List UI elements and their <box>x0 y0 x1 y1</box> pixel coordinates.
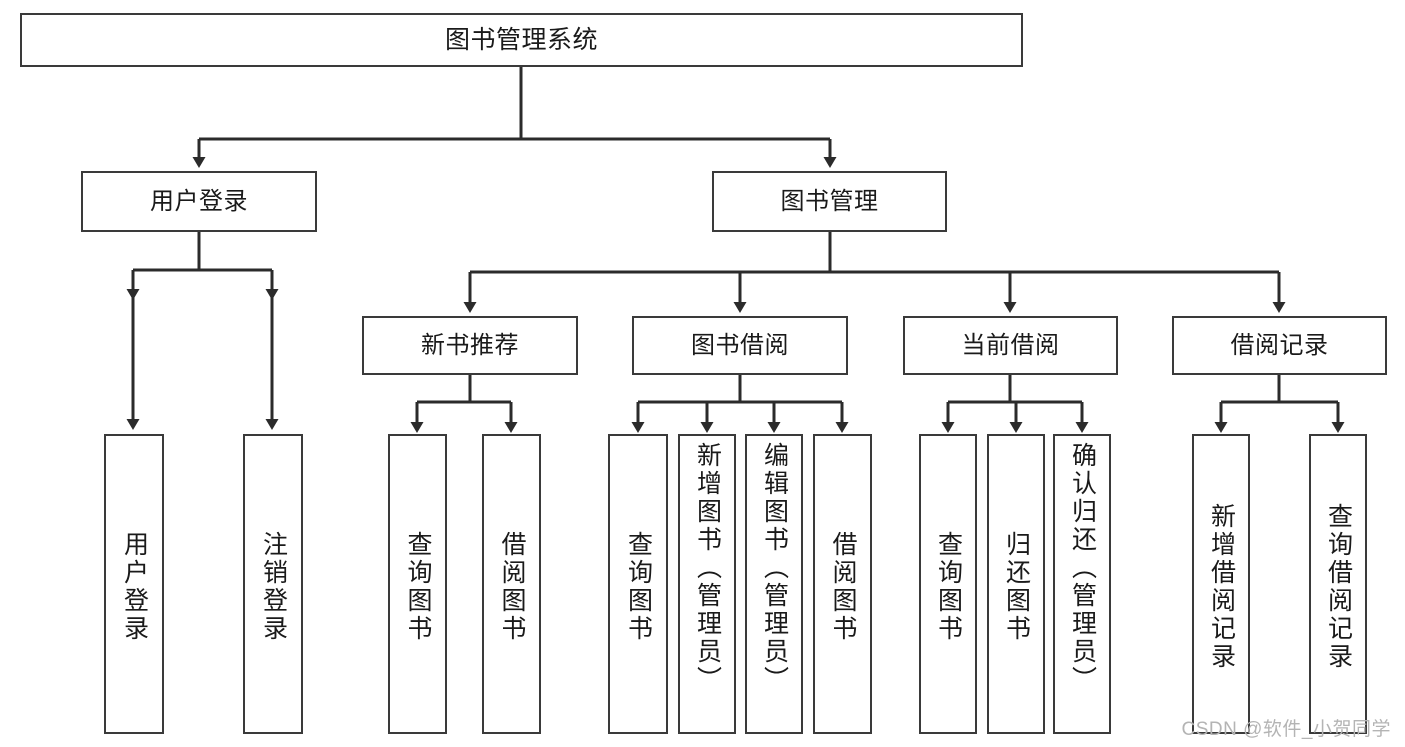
node-leaf-return-book[interactable]: 归还图书 <box>987 434 1045 734</box>
node-leaf-borrow-book[interactable]: 借阅图书 <box>813 434 872 734</box>
node-label: 新增图书（管理员） <box>693 442 722 694</box>
node-label: 图书管理 <box>780 187 879 215</box>
node-book-borrow[interactable]: 图书借阅 <box>632 316 848 375</box>
node-leaf-query-borrow-record[interactable]: 查询借阅记录 <box>1309 434 1367 734</box>
node-leaf-add-borrow-record[interactable]: 新增借阅记录 <box>1192 434 1250 734</box>
watermark: CSDN @软件_小贺同学 <box>1181 719 1391 740</box>
node-user-login[interactable]: 用户登录 <box>81 171 317 232</box>
node-label: 图书管理系统 <box>444 25 598 54</box>
node-label: 查询图书 <box>624 531 653 643</box>
node-label: 确认归还（管理员） <box>1068 442 1097 694</box>
node-leaf-query-book-recommend[interactable]: 查询图书 <box>388 434 447 734</box>
node-root-book-management-system[interactable]: 图书管理系统 <box>20 13 1023 67</box>
node-label: 用户登录 <box>120 531 149 643</box>
node-label: 查询借阅记录 <box>1324 503 1353 671</box>
node-label: 借阅图书 <box>829 531 857 643</box>
node-label: 查询图书 <box>934 531 963 643</box>
node-label: 借阅图书 <box>498 531 526 643</box>
node-label: 图书借阅 <box>691 331 789 359</box>
node-leaf-logout-login[interactable]: 注销登录 <box>243 434 303 734</box>
node-leaf-query-book-borrow[interactable]: 查询图书 <box>608 434 668 734</box>
node-current-borrow[interactable]: 当前借阅 <box>903 316 1118 375</box>
node-label: 查询图书 <box>404 531 432 643</box>
node-leaf-borrow-book-recommend[interactable]: 借阅图书 <box>482 434 541 734</box>
node-label: 用户登录 <box>150 187 248 215</box>
node-label: 新增借阅记录 <box>1207 503 1236 671</box>
node-leaf-query-book-current[interactable]: 查询图书 <box>919 434 977 734</box>
node-borrow-record[interactable]: 借阅记录 <box>1172 316 1387 375</box>
node-label: 注销登录 <box>259 531 288 643</box>
node-leaf-confirm-return-admin[interactable]: 确认归还（管理员） <box>1053 434 1111 734</box>
node-leaf-edit-book-admin[interactable]: 编辑图书（管理员） <box>745 434 803 734</box>
node-leaf-user-login[interactable]: 用户登录 <box>104 434 164 734</box>
node-label: 归还图书 <box>1002 531 1031 643</box>
node-label: 借阅记录 <box>1230 331 1329 359</box>
node-label: 编辑图书（管理员） <box>760 442 789 694</box>
node-book-management[interactable]: 图书管理 <box>712 171 947 232</box>
node-label: 当前借阅 <box>961 331 1060 359</box>
node-new-book-recommend[interactable]: 新书推荐 <box>362 316 578 375</box>
node-leaf-add-book-admin[interactable]: 新增图书（管理员） <box>678 434 736 734</box>
node-label: 新书推荐 <box>421 331 519 359</box>
